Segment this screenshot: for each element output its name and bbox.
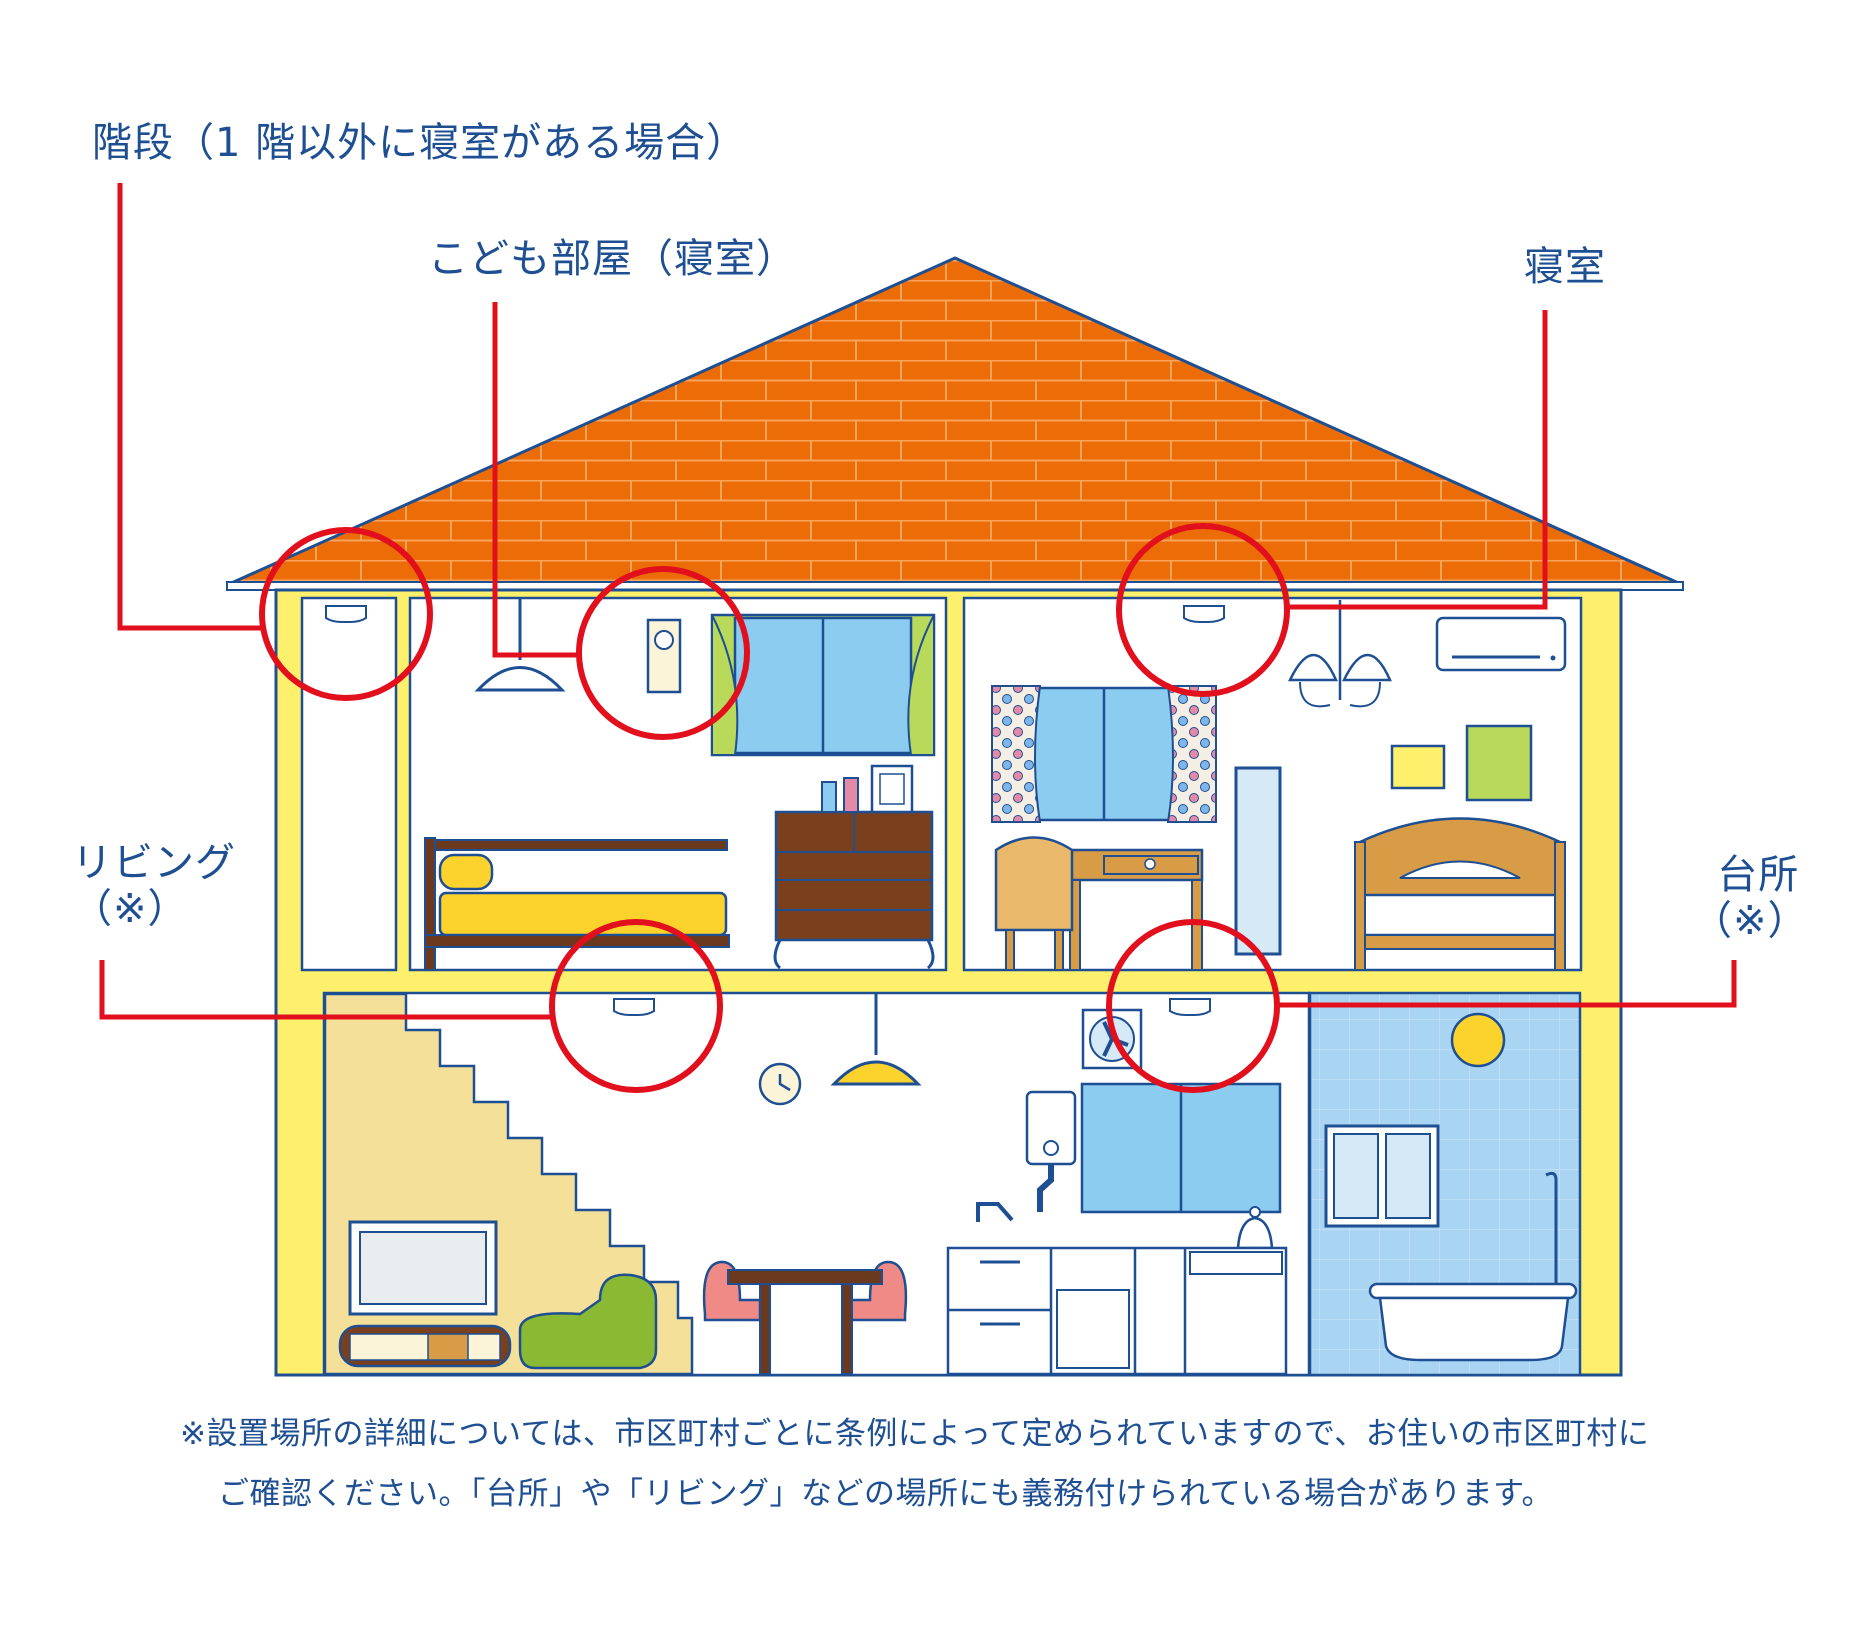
bedroom xyxy=(991,600,1567,971)
leader-living xyxy=(99,960,552,1020)
roof xyxy=(226,256,1684,591)
label-stairs: 階段（1 階以外に寝室がある場合） xyxy=(92,120,748,166)
label-living-name: リビング xyxy=(72,840,236,886)
smoke-detectors xyxy=(325,605,1225,1016)
label-bedroom: 寝室 xyxy=(1524,244,1606,290)
leader-bedroom xyxy=(1287,310,1548,610)
smoke-detector-icon xyxy=(325,605,367,623)
living-kitchen xyxy=(338,994,1288,1376)
footnote-line-1: ※設置場所の詳細については、市区町村ごとに条例によって定められていますので、お住… xyxy=(180,1416,1650,1452)
sun-icon xyxy=(1450,1012,1506,1068)
leader-stairs xyxy=(117,183,262,631)
kids-room xyxy=(424,598,936,971)
bathroom xyxy=(1324,1012,1578,1362)
label-kids-room: こども部屋（寝室） xyxy=(428,236,797,282)
leader-kitchen xyxy=(1277,960,1737,1008)
label-kitchen-note-mark: （※） xyxy=(1692,898,1809,944)
wall-clock-icon xyxy=(758,1062,802,1106)
smoke-detector-icon xyxy=(613,998,655,1016)
marker-bedroom xyxy=(1116,523,1290,697)
footnote-line-2: ご確認ください。「台所」や「リビング」などの場所にも義務付けられている場合があり… xyxy=(218,1476,1553,1512)
leader-kids-room xyxy=(492,302,579,658)
label-living: リビング （※） xyxy=(72,840,236,932)
marker-living xyxy=(549,919,723,1093)
location-markers xyxy=(259,523,1290,1093)
label-kitchen-name: 台所 xyxy=(1717,852,1800,898)
smoke-detector-icon xyxy=(1183,605,1225,623)
leader-lines xyxy=(99,183,1737,1020)
marker-stairs xyxy=(259,527,433,701)
smoke-detector-icon xyxy=(1169,998,1211,1016)
kettle-icon xyxy=(1236,1206,1274,1250)
label-kitchen: 台所 （※） xyxy=(1692,852,1809,944)
label-living-note-mark: （※） xyxy=(72,886,189,932)
